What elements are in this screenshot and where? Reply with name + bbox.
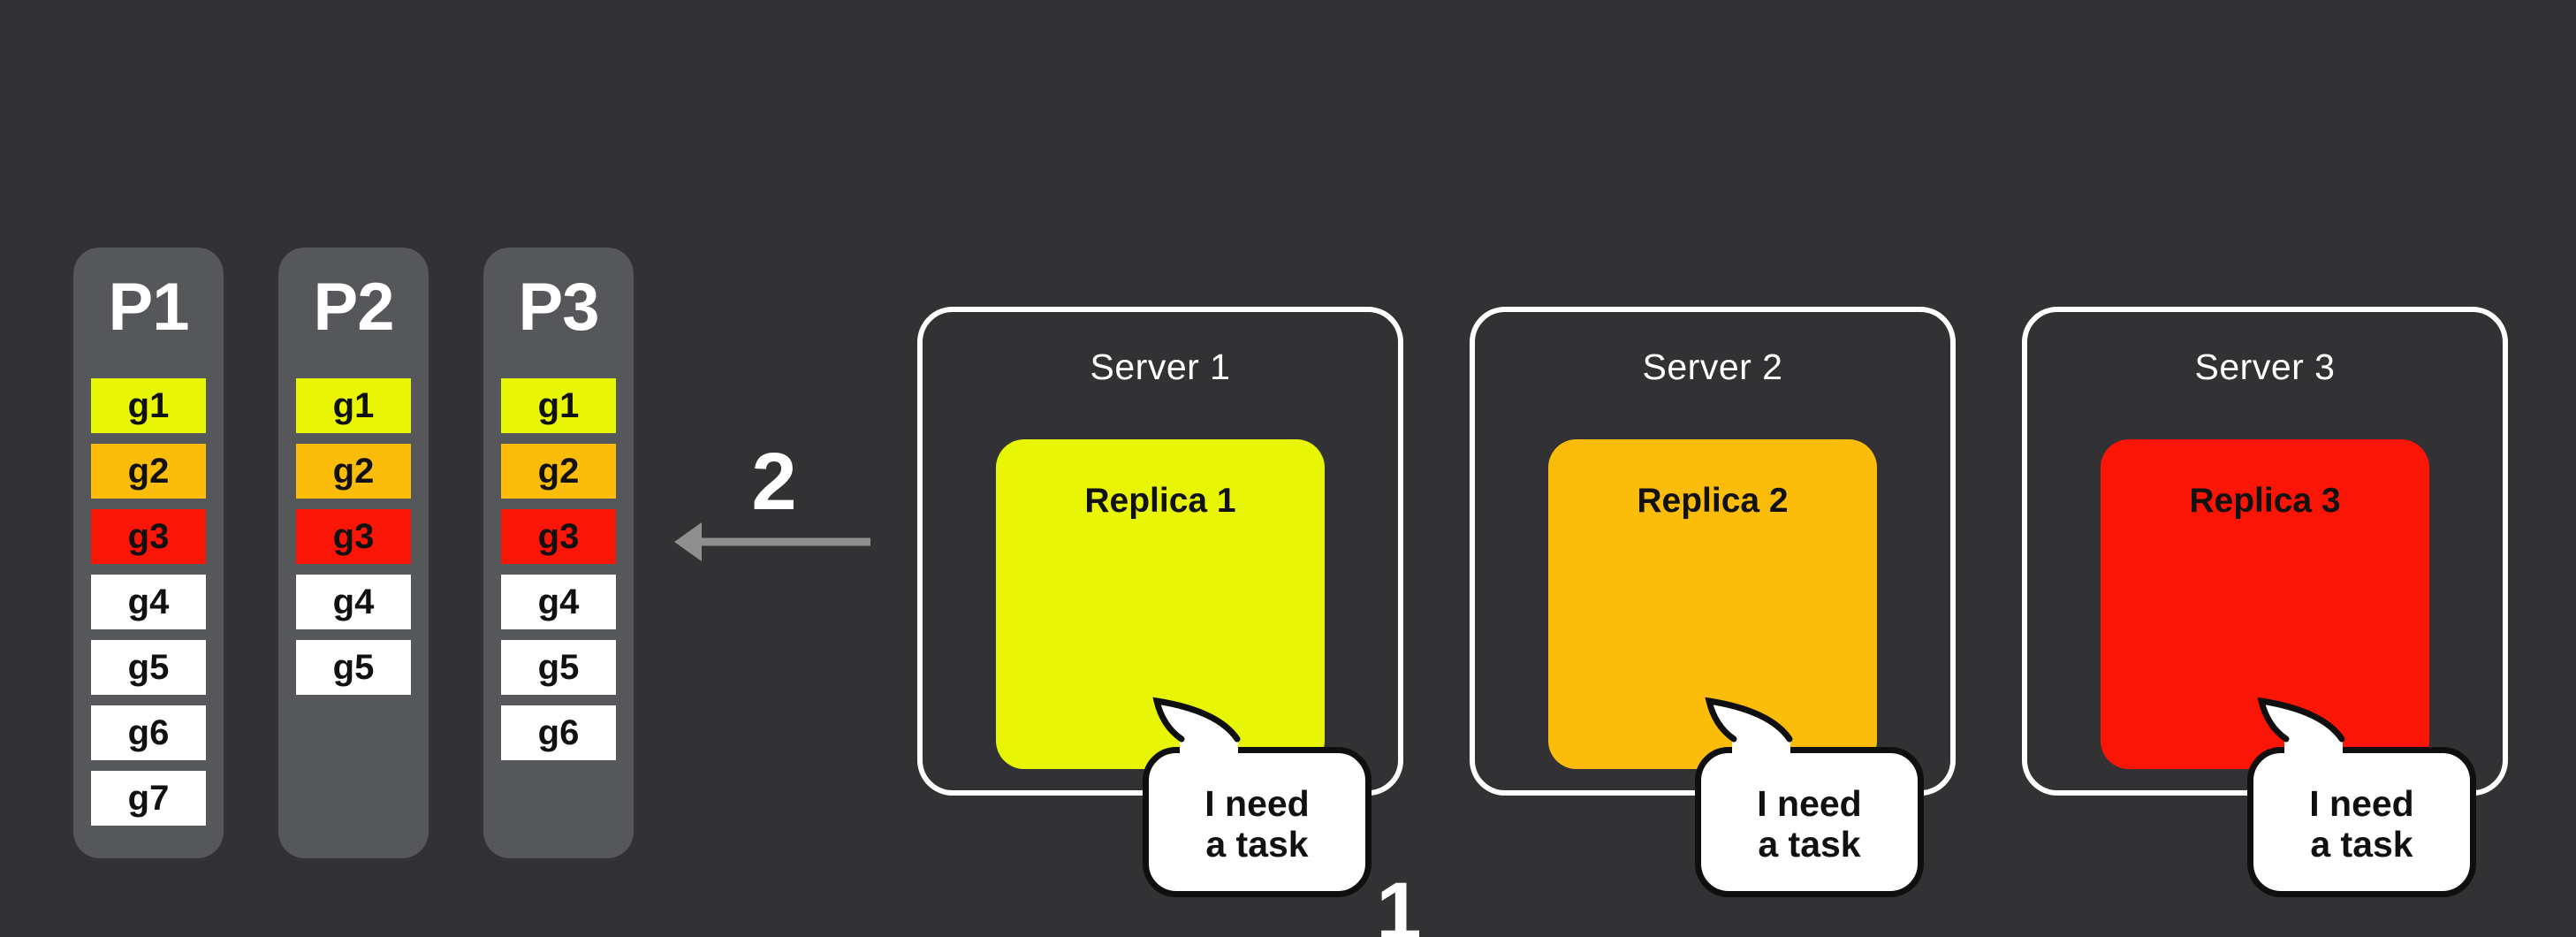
task-cell: g2 bbox=[501, 444, 616, 499]
task-cell: g4 bbox=[501, 575, 616, 629]
server-title: Server 1 bbox=[1090, 347, 1231, 387]
step-2-label: 2 bbox=[751, 437, 797, 527]
speech-bubble-text: I need a task bbox=[2253, 753, 2470, 865]
task-cell: g4 bbox=[296, 575, 411, 629]
task-cell: g5 bbox=[296, 640, 411, 695]
task-list: g1 g2 g3 g4 g5 g6 bbox=[501, 378, 616, 771]
replica-label: Replica 3 bbox=[2189, 482, 2341, 520]
server-2-card: Server 2 Replica 2 I need a task bbox=[1470, 307, 1956, 897]
task-cell: g5 bbox=[91, 640, 206, 695]
task-list: g1 g2 g3 g4 g5 bbox=[296, 378, 411, 705]
replica-label: Replica 1 bbox=[1084, 482, 1236, 520]
task-cell: g6 bbox=[501, 705, 616, 760]
speech-line-2: a task bbox=[1758, 824, 1861, 865]
partition-title: P2 bbox=[313, 270, 395, 345]
speech-bubble: I need a task bbox=[2247, 747, 2476, 897]
task-cell: g2 bbox=[91, 444, 206, 499]
replica-box: Replica 1 bbox=[996, 439, 1325, 769]
task-cell: g3 bbox=[91, 509, 206, 564]
task-cell: g3 bbox=[501, 509, 616, 564]
assign-arrow-icon bbox=[674, 522, 870, 561]
task-cell: g4 bbox=[91, 575, 206, 629]
server-title: Server 2 bbox=[1642, 347, 1783, 387]
replica-label: Replica 2 bbox=[1637, 482, 1789, 520]
server-3-card: Server 3 Replica 3 I need a task bbox=[2022, 307, 2508, 897]
speech-bubble: I need a task bbox=[1143, 747, 1372, 897]
task-cell: g1 bbox=[91, 378, 206, 433]
partition-p1: P1 g1 g2 g3 g4 g5 g6 g7 bbox=[73, 248, 224, 858]
speech-line-2: a task bbox=[1205, 824, 1309, 865]
partition-p2: P2 g1 g2 g3 g4 g5 bbox=[278, 248, 429, 858]
server-1-card: Server 1 Replica 1 I need a task bbox=[917, 307, 1403, 897]
speech-bubble-text: I need a task bbox=[1701, 753, 1918, 865]
speech-line-1: I need bbox=[1757, 783, 1862, 824]
speech-line-2: a task bbox=[2310, 824, 2413, 865]
task-cell: g3 bbox=[296, 509, 411, 564]
partition-title: P1 bbox=[108, 270, 190, 345]
task-cell: g1 bbox=[501, 378, 616, 433]
task-cell: g5 bbox=[501, 640, 616, 695]
speech-bubble-tail-icon bbox=[1152, 697, 1241, 760]
task-cell: g2 bbox=[296, 444, 411, 499]
speech-line-1: I need bbox=[1204, 783, 1310, 824]
task-cell: g1 bbox=[296, 378, 411, 433]
task-cell: g7 bbox=[91, 771, 206, 826]
task-cell: g6 bbox=[91, 705, 206, 760]
task-list: g1 g2 g3 g4 g5 g6 g7 bbox=[91, 378, 206, 836]
speech-line-1: I need bbox=[2309, 783, 2414, 824]
step-1-label: 1 bbox=[1376, 866, 1422, 937]
partition-p3: P3 g1 g2 g3 g4 g5 g6 bbox=[483, 248, 634, 858]
speech-bubble-tail-icon bbox=[2257, 697, 2345, 760]
speech-bubble-text: I need a task bbox=[1149, 753, 1365, 865]
server-title: Server 3 bbox=[2194, 347, 2336, 387]
speech-bubble: I need a task bbox=[1695, 747, 1924, 897]
speech-bubble-tail-icon bbox=[1705, 697, 1793, 760]
partition-title: P3 bbox=[518, 270, 600, 345]
